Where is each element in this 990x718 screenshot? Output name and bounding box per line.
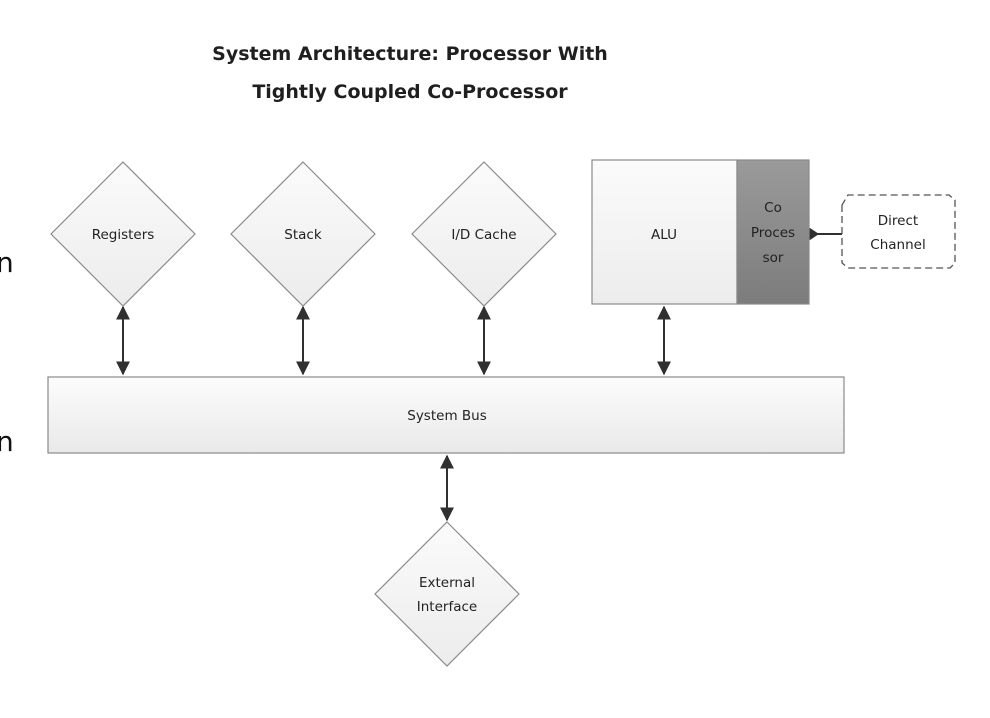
external-interface-label-line-2: Interface — [417, 599, 477, 615]
coprocessor-box-shape — [736, 159, 810, 305]
direct-channel-box-shape — [841, 194, 956, 269]
alu-label: ALU — [651, 227, 677, 243]
system-bus-label: System Bus — [407, 408, 486, 424]
external-interface-label-line-1: External — [419, 575, 475, 591]
stack-label: Stack — [284, 227, 322, 243]
clipped-text-fragment-bottom: n — [0, 425, 14, 458]
registers-label: Registers — [92, 227, 155, 243]
stack-diamond-shape — [230, 161, 376, 307]
external-interface-node: External Interface — [374, 521, 520, 667]
system-bus-shape — [47, 376, 845, 454]
coprocessor-label-line-1: Co — [764, 200, 782, 216]
stack-node: Stack — [230, 161, 376, 307]
diagram-title-line-1: System Architecture: Processor With — [212, 43, 608, 65]
direct-channel-label-line-1: Direct — [878, 213, 918, 229]
coprocessor-node: Co Proces sor — [736, 159, 810, 305]
direct-channel-label-line-2: Channel — [870, 237, 925, 253]
id-cache-diamond-shape — [411, 161, 557, 307]
direct-channel-node: Direct Channel — [841, 194, 956, 269]
id-cache-node: I/D Cache — [411, 161, 557, 307]
alu-node: ALU — [591, 159, 738, 305]
coprocessor-label-line-2: Proces — [751, 225, 795, 241]
external-interface-diamond-shape — [374, 521, 520, 667]
diagram-title-line-2: Tightly Coupled Co-Processor — [252, 81, 568, 103]
registers-node: Registers — [50, 161, 196, 307]
system-bus-node: System Bus — [47, 376, 845, 454]
registers-diamond-shape — [50, 161, 196, 307]
clipped-text-fragment-top: n — [0, 246, 14, 279]
id-cache-label: I/D Cache — [451, 227, 516, 243]
coprocessor-label-line-3: sor — [763, 250, 784, 266]
